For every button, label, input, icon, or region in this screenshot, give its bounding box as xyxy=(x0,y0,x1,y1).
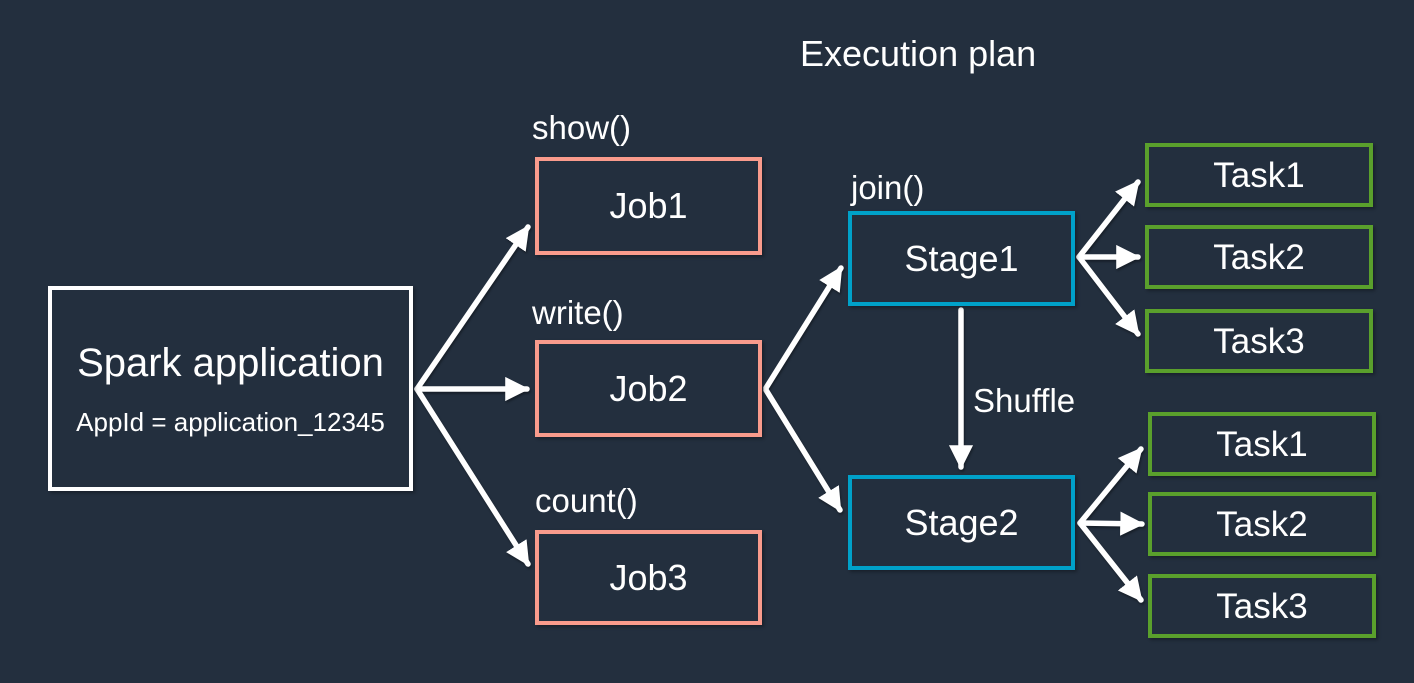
stage2-task3-label: Task3 xyxy=(1216,586,1308,626)
job1-action-label: show() xyxy=(532,109,632,146)
stage2-task3-node: Task3 xyxy=(1148,574,1376,638)
stage1-action-label: join() xyxy=(851,169,925,206)
arrow-stage2-to-task3 xyxy=(1077,520,1144,603)
stage1-task3-node: Task3 xyxy=(1145,309,1373,373)
stage1-task2-label: Task2 xyxy=(1213,237,1305,277)
job2-node: Job2 xyxy=(535,340,762,437)
job3-node: Job3 xyxy=(535,530,762,625)
shuffle-label: Shuffle xyxy=(973,382,1076,419)
stage1-node: Stage1 xyxy=(848,211,1075,306)
spark-application-appid: AppId = application_12345 xyxy=(76,406,385,437)
job1-label: Job1 xyxy=(609,185,688,226)
job3-label: Job3 xyxy=(609,556,688,598)
stage1-task1-label: Task1 xyxy=(1213,155,1305,195)
arrow-stage1-to-task1 xyxy=(1076,179,1141,260)
job2-label: Job2 xyxy=(609,367,688,409)
stage1-label: Stage1 xyxy=(904,237,1019,279)
stage1-task3-label: Task3 xyxy=(1213,321,1305,361)
arrow-spark-to-job1 xyxy=(414,224,531,392)
stage2-node: Stage2 xyxy=(848,475,1075,570)
stage2-task1-label: Task1 xyxy=(1216,424,1308,464)
arrow-spark-to-job3 xyxy=(414,386,531,567)
diagram-title: Execution plan xyxy=(800,33,1037,74)
job3-action-label: count() xyxy=(535,482,638,519)
arrow-job2-to-stage2 xyxy=(763,387,843,513)
stage2-task2-label: Task2 xyxy=(1216,504,1308,544)
spark-application-label: Spark application xyxy=(77,340,384,385)
arrow-stage1-to-task3 xyxy=(1076,254,1141,337)
arrow-job2-to-stage1 xyxy=(763,265,844,391)
stage1-task1-node: Task1 xyxy=(1145,143,1373,207)
job2-action-label: write() xyxy=(532,294,624,331)
job1-node: Job1 xyxy=(535,157,762,255)
stage1-task2-node: Task2 xyxy=(1145,225,1373,289)
arrow-stage2-to-task1 xyxy=(1077,446,1144,526)
stage2-task1-node: Task1 xyxy=(1148,412,1376,476)
arrow-stage2-to-task2 xyxy=(1077,511,1145,536)
stage2-task2-node: Task2 xyxy=(1148,492,1376,556)
stage2-label: Stage2 xyxy=(904,501,1019,543)
spark-application-node: Spark application AppId = application_12… xyxy=(48,286,413,491)
